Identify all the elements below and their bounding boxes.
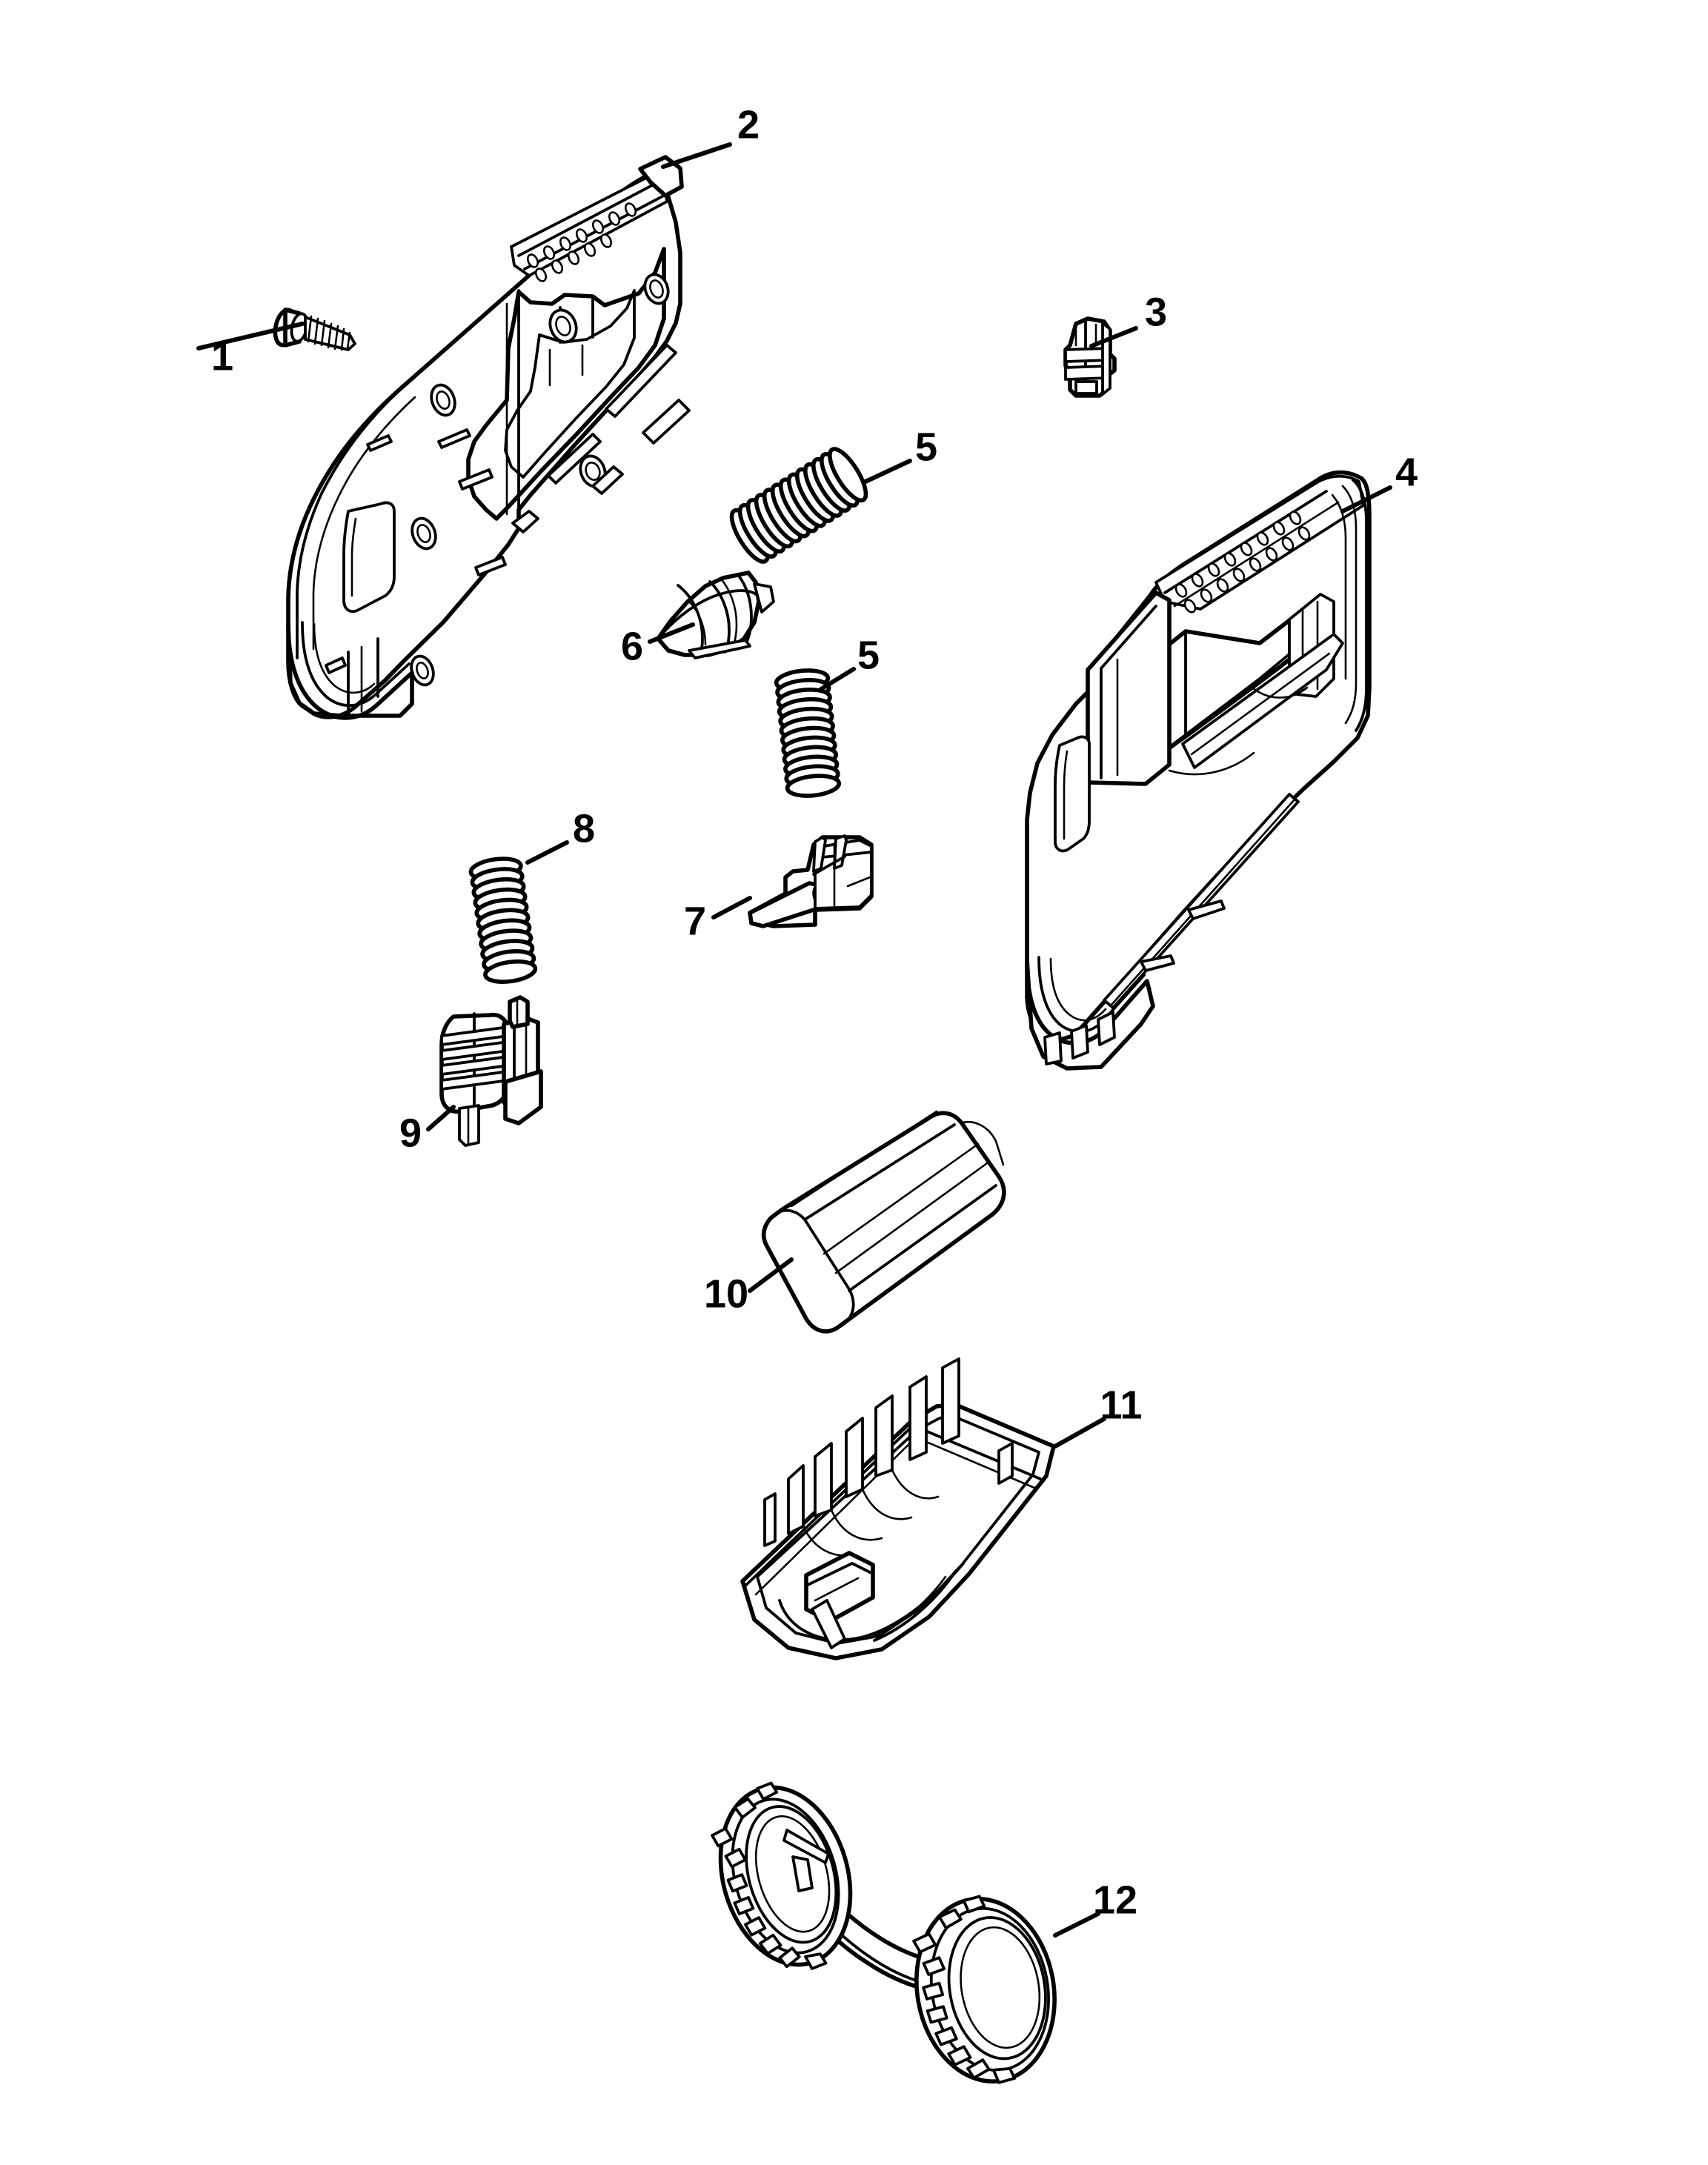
callout-number: 11 <box>1100 1383 1142 1427</box>
callout-number: 9 <box>399 1111 422 1155</box>
part-screw <box>273 307 356 351</box>
part-compression-spring-upper <box>729 447 868 564</box>
leader-line <box>1089 326 1138 348</box>
leader-line <box>819 667 856 691</box>
leader-line <box>426 1105 456 1131</box>
callout-number: 8 <box>573 806 595 851</box>
callout-10-battery-pack: 10 <box>704 1257 794 1316</box>
part-trigger-lever <box>748 834 874 928</box>
callout-number: 2 <box>737 102 760 147</box>
part-lower-housing-half <box>1025 470 1372 1071</box>
callout-2-upper-housing-half: 2 <box>661 102 760 169</box>
part-switch-clip <box>1063 316 1117 398</box>
callout-9-switch-trigger: 9 <box>399 1105 456 1155</box>
callout-5-compression-spring-upper: 5 <box>863 425 937 484</box>
part-slide-cap <box>656 571 775 659</box>
leader-line <box>748 1257 794 1293</box>
part-compression-spring-lower <box>774 668 842 798</box>
part-trigger-spring <box>468 857 538 984</box>
leader-line <box>711 896 752 919</box>
part-dust-bowl <box>740 1357 1056 1660</box>
leader-line <box>648 622 695 644</box>
callout-number: 3 <box>1145 290 1167 334</box>
part-battery-pack <box>761 1110 1006 1334</box>
callout-number: 12 <box>1093 1878 1137 1922</box>
callout-12-filter-ring-pair: 12 <box>1053 1878 1137 1938</box>
callout-7-trigger-lever: 7 <box>684 896 752 943</box>
callout-6-slide-cap: 6 <box>621 622 695 668</box>
leader-line <box>863 459 912 484</box>
leader-line <box>196 322 305 350</box>
part-upper-housing-half <box>286 155 691 720</box>
callout-number: 4 <box>1395 450 1418 494</box>
callout-3-switch-clip: 3 <box>1089 290 1167 348</box>
callout-1-screw: 1 <box>196 322 305 379</box>
callout-number: 6 <box>621 624 643 668</box>
leader-line <box>1053 1912 1100 1938</box>
leader-line <box>525 840 569 865</box>
part-filter-ring-pair <box>711 1781 1057 2084</box>
callout-number: 5 <box>857 633 880 677</box>
part-switch-trigger <box>439 995 543 1147</box>
callout-number: 7 <box>684 899 706 943</box>
callout-number: 5 <box>915 425 937 469</box>
callout-4-lower-housing-half: 4 <box>1340 450 1418 513</box>
leader-line <box>1340 485 1392 513</box>
leader-line <box>1053 1417 1106 1449</box>
callout-number: 1 <box>211 334 233 379</box>
callout-8-trigger-spring: 8 <box>525 806 595 865</box>
leader-line <box>661 142 732 169</box>
callout-5-compression-spring-lower: 5 <box>819 633 880 691</box>
callout-11-dust-bowl: 11 <box>1053 1383 1143 1449</box>
callout-number: 10 <box>704 1271 748 1316</box>
